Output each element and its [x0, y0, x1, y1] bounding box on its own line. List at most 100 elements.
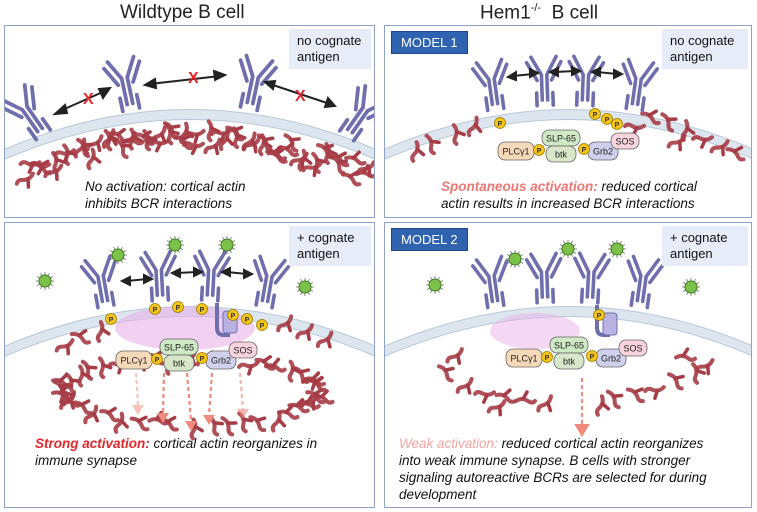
actin-filament — [494, 388, 517, 404]
actin-filament — [80, 359, 98, 381]
bcr-group — [5, 53, 374, 143]
actin-filament — [667, 372, 685, 391]
sos-protein-label: SOS — [615, 137, 634, 147]
actin-filament — [354, 163, 374, 179]
antigen-label-line1: no cognate — [297, 33, 362, 48]
phospho-dot — [611, 118, 623, 130]
model-1-badge: MODEL 1 — [391, 31, 468, 54]
actin-filament — [666, 134, 687, 152]
phospho-label: P — [590, 354, 595, 361]
caption-model1: Spontaneous activation: reduced cortical… — [441, 178, 697, 212]
antigen-label-line2: antigen — [670, 49, 713, 64]
actin-filament — [725, 145, 746, 162]
blocked-interaction-arrows — [52, 69, 338, 116]
antigen-icon — [682, 278, 700, 296]
antigen-label-box: no cognate antigen — [289, 29, 371, 69]
bcr-group — [471, 251, 664, 310]
actin-filament — [625, 387, 645, 404]
actin-filament — [220, 416, 238, 437]
caption-line1: Weak activation: reduced cortical actin … — [399, 435, 707, 452]
interaction-arrows — [505, 65, 625, 82]
antigen-icon — [36, 272, 54, 290]
caption-wildtype-cognate: Strong activation: cortical actin reorga… — [35, 435, 317, 469]
membrane-inner — [385, 118, 751, 160]
phospho-label: P — [176, 305, 181, 312]
actin-filament — [486, 399, 507, 417]
phospho-dot — [227, 309, 239, 321]
actin-filament — [473, 390, 496, 404]
actin-filament — [263, 357, 287, 373]
antigen-icon — [296, 278, 314, 296]
caption-line2: into weak immune synapse. B cells with s… — [399, 453, 691, 468]
block-x-3: X — [295, 88, 306, 105]
slp65-protein-label: SLP-65 — [554, 341, 584, 351]
actin-filament — [183, 128, 206, 145]
caption-line4: development — [399, 487, 477, 502]
btk-protein-label: btk — [555, 150, 568, 160]
hem1-title-suffix: B cell — [551, 2, 599, 24]
phospho-dot — [593, 309, 605, 321]
kinase-box — [602, 312, 618, 336]
actin-recruitment-arrows — [132, 372, 249, 431]
caption-line2: actin results in increased BCR interacti… — [441, 196, 695, 211]
actin-recruitment-arrow — [203, 372, 215, 425]
actin-filament — [306, 376, 327, 392]
phospho-dot — [105, 313, 117, 325]
actin-filament — [329, 151, 350, 168]
panel-wildtype-no-antigen: X X X no cognate antigen No activation: … — [4, 25, 375, 218]
actin-filament — [605, 389, 624, 410]
antigen-label-box: + cognate antigen — [662, 226, 748, 266]
synapse-glow — [115, 306, 255, 350]
actin-recruitment-arrow — [237, 372, 249, 419]
actin-filament — [218, 128, 235, 152]
actin-filament — [344, 150, 367, 166]
phospho-dot — [533, 144, 545, 156]
actin-filament — [640, 109, 661, 126]
bcr-receptor-icon — [238, 53, 278, 113]
model-2-badge: MODEL 2 — [391, 228, 468, 251]
bcr-group — [471, 54, 659, 113]
actin-filament — [103, 128, 119, 152]
bcr-receptor-icon — [79, 254, 118, 310]
actin-filament — [113, 411, 129, 434]
phospho-label: P — [615, 122, 620, 129]
bcr-receptor-icon — [524, 54, 563, 108]
block-x-1: X — [83, 91, 94, 108]
actin-filament — [95, 320, 111, 343]
block-x-2: X — [188, 70, 199, 87]
caption-line2: inhibits BCR interactions — [85, 196, 233, 211]
caption-rest: reduced cortical actin reorganizes — [497, 436, 704, 451]
antigen-group — [426, 240, 700, 296]
actin-recruitment-arrow — [132, 372, 144, 415]
sos-protein — [610, 132, 640, 150]
antigen-icon — [559, 240, 577, 258]
actin-filament — [72, 399, 93, 416]
sos-protein — [228, 341, 258, 359]
actin-filament — [164, 123, 180, 146]
phospho-dot — [172, 301, 184, 313]
caption-line3: signaling autoreactive BCRs are selected… — [399, 470, 707, 485]
phospho-dot — [541, 351, 553, 363]
actin-filament — [86, 147, 102, 171]
caption-highlight: Weak activation: — [399, 436, 498, 451]
caption-highlight: Spontaneous activation: — [441, 179, 598, 194]
phospho-dot — [196, 352, 208, 364]
actin-filament — [241, 135, 262, 154]
grb2-protein-label: Grb2 — [601, 354, 621, 364]
phospho-label: P — [200, 356, 205, 363]
antigen-label-line1: + cognate — [670, 230, 728, 245]
actin-filament — [643, 385, 666, 400]
phospho-dot — [196, 303, 208, 315]
phospho-label: P — [109, 317, 114, 324]
actin-filament — [445, 347, 464, 365]
caption-line2: immune synapse — [35, 453, 138, 468]
actin-filament — [514, 390, 537, 405]
actin-filament — [674, 347, 697, 362]
